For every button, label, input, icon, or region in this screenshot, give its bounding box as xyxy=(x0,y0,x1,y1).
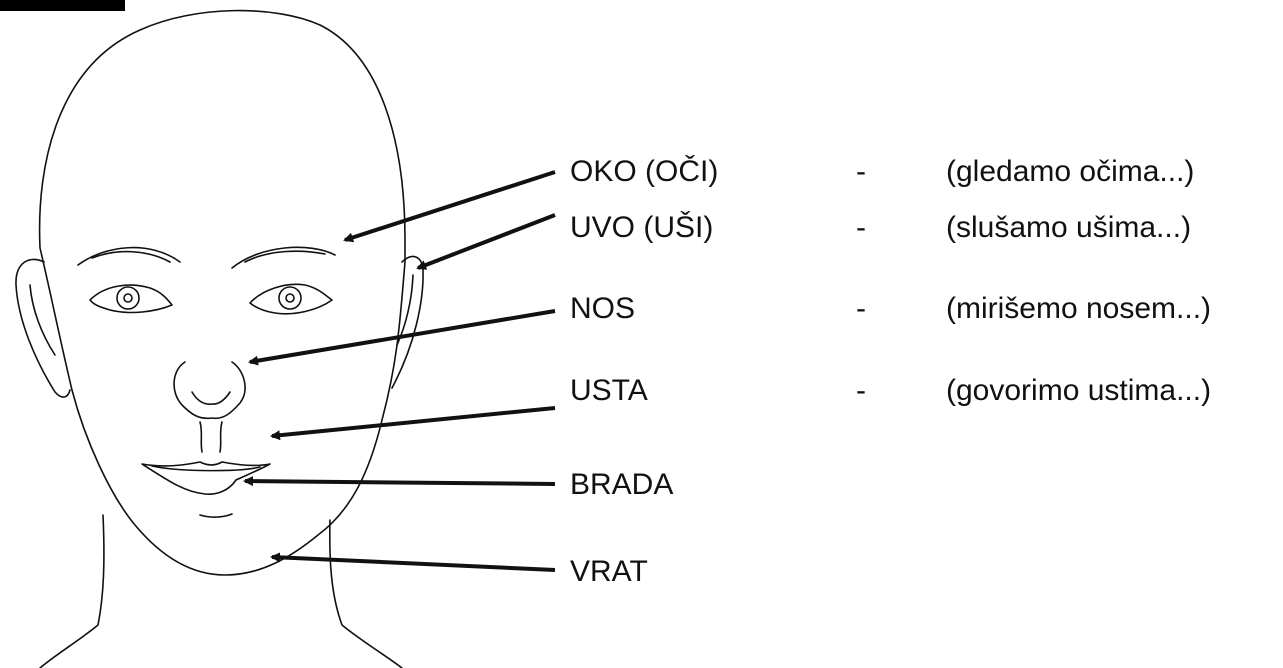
dash-nos: - xyxy=(856,292,866,326)
neck-left xyxy=(40,515,104,668)
arrow-vrat xyxy=(272,557,555,570)
label-uvo: UVO (UŠI) xyxy=(570,211,713,245)
dash-oko: - xyxy=(856,155,866,189)
label-brada: BRADA xyxy=(570,468,673,502)
desc-nos: (mirišemo nosem...) xyxy=(946,292,1211,326)
arrow-usta xyxy=(272,408,555,436)
arrow-brada xyxy=(245,481,555,484)
dash-usta: - xyxy=(856,374,866,408)
lips xyxy=(142,462,270,494)
label-oko: OKO (OČI) xyxy=(570,155,718,189)
corner-block xyxy=(0,0,125,11)
desc-usta: (govorimo ustima...) xyxy=(946,374,1211,408)
left-eyebrow xyxy=(78,248,180,265)
label-nos: NOS xyxy=(570,292,635,326)
nose xyxy=(174,362,245,418)
desc-oko: (gledamo očima...) xyxy=(946,155,1194,189)
neck-right xyxy=(330,520,402,668)
arrow-nos xyxy=(250,311,555,362)
right-eyebrow xyxy=(232,247,335,268)
left-iris xyxy=(117,287,139,309)
left-ear xyxy=(16,259,70,397)
label-vrat: VRAT xyxy=(570,555,648,589)
label-usta: USTA xyxy=(570,374,648,408)
arrow-oko xyxy=(345,172,555,240)
dash-uvo: - xyxy=(856,211,866,245)
right-iris xyxy=(279,287,301,309)
head-outline xyxy=(40,11,405,575)
desc-uvo: (slušamo ušima...) xyxy=(946,211,1191,245)
arrow-uvo xyxy=(418,215,555,268)
right-ear xyxy=(392,256,423,388)
